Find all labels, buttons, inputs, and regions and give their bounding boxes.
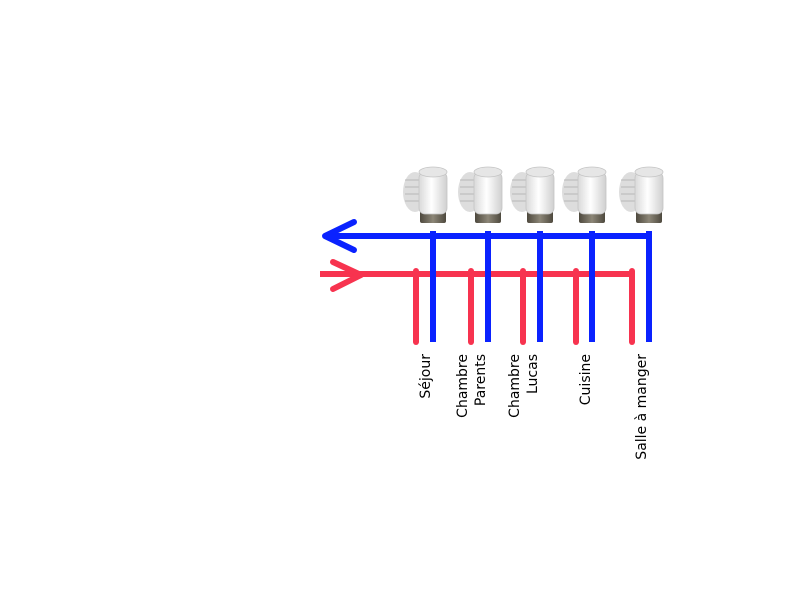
arrow-left-icon [322, 219, 357, 253]
circuit-label-salle-a-manger: Salle à manger [634, 354, 650, 460]
circuit-label-line: Cuisine [578, 354, 594, 405]
thermal-actuator-icon [619, 166, 664, 223]
thermal-actuator-icon [403, 166, 448, 223]
circuit-label-sejour: Séjour [418, 354, 434, 399]
pipes-group [320, 219, 652, 345]
circuit-label-cuisine: Cuisine [578, 354, 594, 405]
circuit-label-line: Séjour [418, 354, 434, 399]
circuit-label-line: Salle à manger [634, 354, 650, 460]
thermal-actuator-icon [562, 166, 607, 223]
thermal-actuator-icon [458, 166, 503, 223]
arrow-right-icon [330, 259, 364, 292]
circuit-label-line: Chambre [507, 354, 523, 418]
circuit-label-line: Parents [473, 354, 489, 406]
circuit-label-line: Lucas [525, 354, 541, 394]
circuit-label-line: Chambre [455, 354, 471, 418]
thermal-actuator-icon [510, 166, 555, 223]
actuators-group [403, 166, 664, 223]
